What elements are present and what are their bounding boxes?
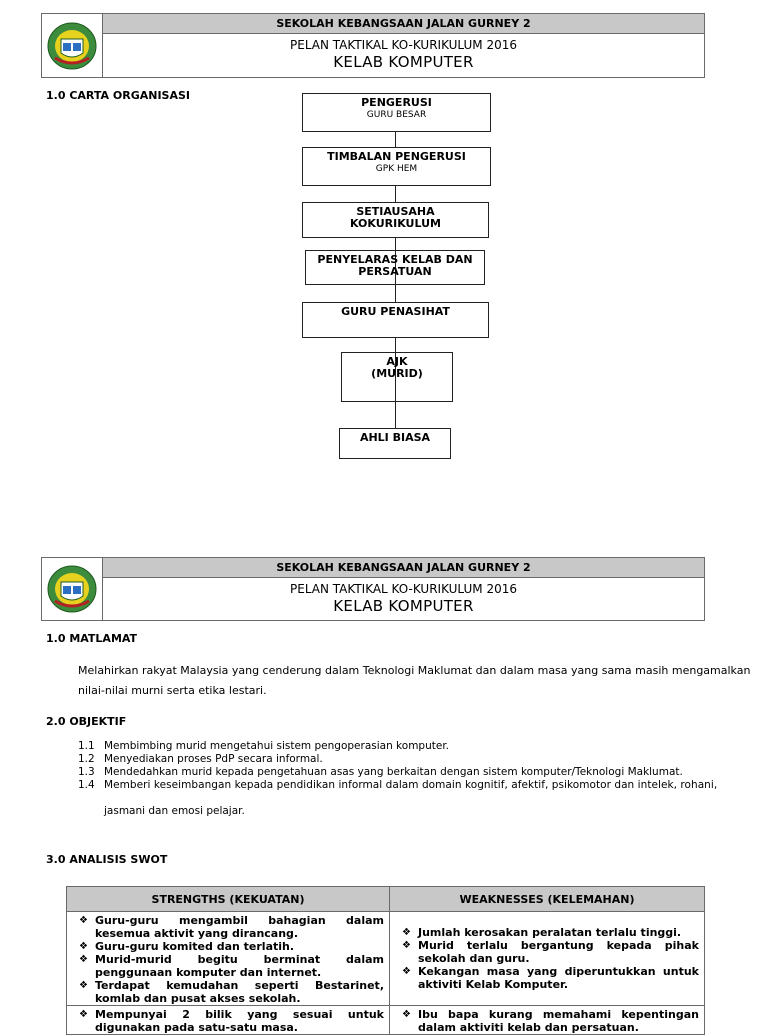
org-box-setiausaha: SETIAUSAHA KOKURIKULUM — [302, 202, 489, 238]
swot-table: STRENGTHS (KEKUATAN) WEAKNESSES (KELEMAH… — [66, 886, 705, 1035]
org-box-ahli-biasa: AHLI BIASA — [339, 428, 451, 459]
school-crest-icon — [42, 14, 103, 77]
org-connector-line — [395, 131, 396, 428]
list-item: Mempunyai 2 bilik yang sesuai untuk digu… — [75, 1008, 384, 1034]
school-name: SEKOLAH KEBANGSAAN JALAN GURNEY 2 — [103, 14, 704, 34]
list-item: Murid terlalu bergantung kepada pihak se… — [398, 939, 699, 965]
plan-title: PELAN TAKTIKAL KO-KURIKULUM 2016 — [290, 582, 517, 596]
plan-title: PELAN TAKTIKAL KO-KURIKULUM 2016 — [290, 38, 517, 52]
list-item: Ibu bapa kurang memahami kepentingan dal… — [398, 1008, 699, 1034]
section-heading-objektif: 2.0 OBJEKTIF — [46, 715, 127, 728]
list-item: Guru-guru komited dan terlatih. — [75, 940, 384, 953]
objective-continuation: jasmani dan emosi pelajar. — [104, 805, 245, 817]
org-box-penyelaras: PENYELARAS KELAB DAN PERSATUAN — [305, 250, 485, 285]
list-item: Kekangan masa yang diperuntukkan untuk a… — [398, 965, 699, 991]
club-title: KELAB KOMPUTER — [333, 53, 474, 71]
school-crest-icon — [42, 558, 103, 620]
section-heading-carta: 1.0 CARTA ORGANISASI — [46, 89, 190, 102]
swot-strengths-cell: Guru-guru mengambil bahagian dalam kesem… — [66, 911, 390, 1006]
swot-strengths-cell-2: Mempunyai 2 bilik yang sesuai untuk digu… — [66, 1005, 390, 1035]
list-item: Terdapat kemudahan seperti Bestarinet, k… — [75, 979, 384, 1005]
section-heading-matlamat: 1.0 MATLAMAT — [46, 632, 138, 645]
list-item: Murid-murid begitu berminat dalam penggu… — [75, 953, 384, 979]
list-item: Guru-guru mengambil bahagian dalam kesem… — [75, 914, 384, 940]
page-header: SEKOLAH KEBANGSAAN JALAN GURNEY 2 PELAN … — [41, 13, 705, 78]
swot-header-strengths: STRENGTHS (KEKUATAN) — [66, 886, 390, 912]
swot-weaknesses-cell-2: Ibu bapa kurang memahami kepentingan dal… — [389, 1005, 705, 1035]
swot-header-weaknesses: WEAKNESSES (KELEMAHAN) — [389, 886, 705, 912]
org-box-guru-penasihat: GURU PENASIHAT — [302, 302, 489, 338]
school-name: SEKOLAH KEBANGSAAN JALAN GURNEY 2 — [103, 558, 704, 578]
swot-weaknesses-cell: Jumlah kerosakan peralatan terlalu tingg… — [389, 911, 705, 1006]
matlamat-text: Melahirkan rakyat Malaysia yang cenderun… — [78, 664, 751, 697]
section-heading-swot: 3.0 ANALISIS SWOT — [46, 853, 168, 866]
list-item: Jumlah kerosakan peralatan terlalu tingg… — [398, 926, 699, 939]
club-title: KELAB KOMPUTER — [333, 597, 474, 615]
page-header-2: SEKOLAH KEBANGSAAN JALAN GURNEY 2 PELAN … — [41, 557, 705, 621]
org-box-ajk: AJK (MURID) — [341, 352, 453, 402]
